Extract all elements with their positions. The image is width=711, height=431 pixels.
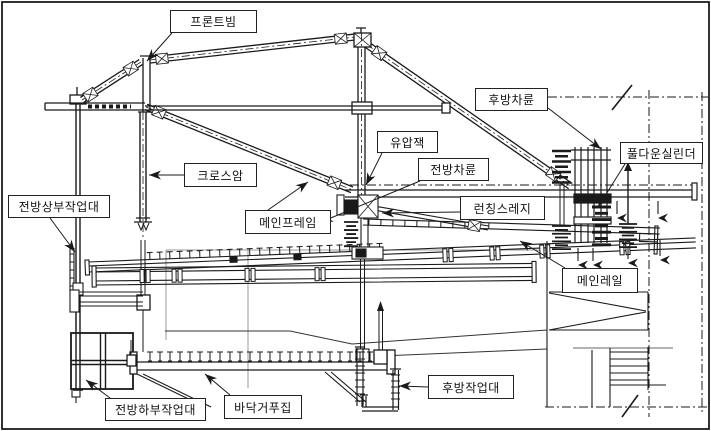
label-cross-arm: 크로스암 bbox=[184, 163, 257, 187]
break-marks bbox=[611, 84, 639, 418]
label-rear-wheel: 후방차륜 bbox=[475, 88, 548, 111]
front-upper-platform-structure bbox=[69, 248, 143, 333]
bottom-formwork-platform bbox=[126, 301, 396, 408]
centerlines bbox=[350, 90, 708, 417]
label-main-rail: 메인레일 bbox=[562, 268, 638, 293]
label-front-beam: 프론트빔 bbox=[170, 10, 257, 33]
suspended-rail-band bbox=[91, 260, 537, 288]
rear-work-platform bbox=[355, 346, 401, 412]
label-pulldown-cylinder: 풀다운실린더 bbox=[620, 142, 703, 164]
label-leaders bbox=[49, 32, 626, 399]
label-main-frame: 메인프레임 bbox=[245, 210, 331, 234]
label-front-lower-platform: 전방하부작업대 bbox=[105, 398, 206, 421]
rear-wheel-cluster bbox=[550, 147, 671, 271]
label-launching-sledge: 런칭스레지 bbox=[460, 196, 545, 220]
truss bbox=[44, 27, 573, 391]
label-front-upper-platform: 전방상부작업대 bbox=[8, 195, 110, 218]
deck-bottom-lines bbox=[165, 329, 548, 357]
label-front-wheel: 전방차륜 bbox=[418, 158, 489, 181]
label-hydraulic-jack: 유압잭 bbox=[377, 131, 438, 153]
label-rear-platform: 후방작업대 bbox=[428, 375, 514, 399]
label-bottom-formwork: 바닥거푸집 bbox=[224, 395, 302, 419]
